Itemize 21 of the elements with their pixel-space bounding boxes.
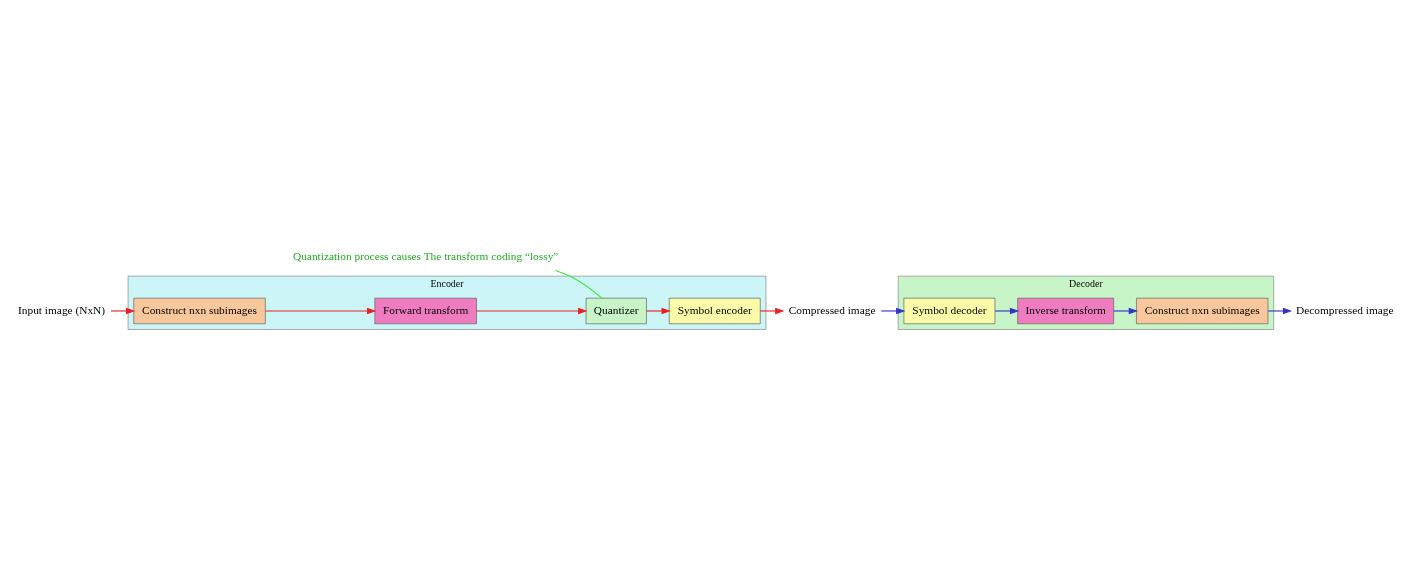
arrow [1267,307,1293,314]
node-box: Forward transform [374,297,477,324]
node-box: Symbol encoder [668,297,761,324]
node-box: Quantizer [585,297,647,324]
node-box: Inverse transform [1017,297,1115,324]
arrow [646,307,671,314]
node-box: Symbol decoder [903,297,996,324]
node-text: Quantization process causes The transform coding “lossy” [292,249,559,262]
node-box: Construct nxn subimages [1136,297,1269,324]
arrow [759,307,785,314]
node-text: Compressed image [788,303,876,316]
arrow [265,307,377,314]
connector [554,269,603,299]
arrow [110,307,136,314]
node-text: Decompressed image [1296,303,1394,316]
node-text: Input image (NxN) [18,303,106,316]
arrow [1113,307,1139,314]
arrow [476,307,588,314]
node-box: Construct nxn subimages [133,297,266,324]
arrow [880,307,906,314]
arrow [994,307,1020,314]
